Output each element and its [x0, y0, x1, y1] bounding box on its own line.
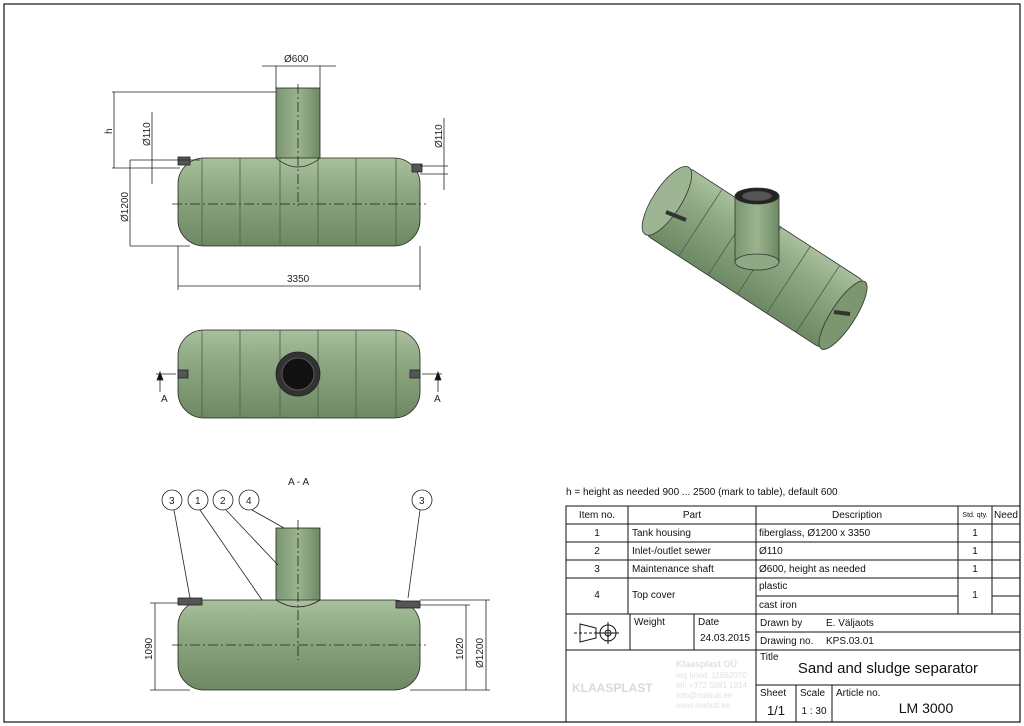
date-label: Date — [698, 617, 720, 628]
balloon-3-right: 3 — [419, 496, 425, 507]
dim-tank-dia: Ø1200 — [120, 192, 131, 222]
dim-shaft-dia: Ø600 — [284, 54, 309, 65]
row1-item: 1 — [594, 528, 600, 539]
scale-value: 1 : 30 — [801, 706, 827, 717]
dim-height-right: 1020 — [455, 637, 466, 660]
row2-qty: 1 — [972, 546, 978, 557]
row3-description: Ø600, height as needed — [759, 564, 866, 575]
projection-symbol-icon — [574, 622, 619, 644]
weight-label: Weight — [634, 617, 665, 628]
row2-item: 2 — [594, 546, 600, 557]
article-value: LM 3000 — [898, 700, 954, 716]
company-reg: reg kood: 11862070 — [676, 671, 747, 680]
row4-description-plastic: plastic — [759, 581, 788, 592]
sheet-value: 1/1 — [766, 703, 786, 718]
parts-table-grid — [565, 505, 1021, 723]
logo-text: KLAASPLAST — [572, 681, 653, 695]
row4-description-cast-iron: cast iron — [759, 600, 797, 611]
date-value: 24.03.2015 — [700, 633, 751, 644]
balloon-2: 2 — [220, 496, 226, 507]
dim-section-tank-dia: Ø1200 — [475, 638, 486, 668]
header-std-qty: Std. qty. — [962, 512, 988, 519]
row4-item: 4 — [594, 590, 600, 601]
sheet-label: Sheet — [760, 688, 787, 699]
row4-part: Top cover — [632, 590, 676, 601]
balloon-4: 4 — [246, 496, 252, 507]
scale-label: Scale — [800, 688, 826, 699]
section-view — [150, 489, 490, 691]
row3-part: Maintenance shaft — [632, 564, 714, 575]
company-web: www.mahuti.ee — [676, 701, 731, 710]
company-name: Klaasplast OÜ — [676, 659, 738, 669]
dim-h: h — [104, 128, 115, 134]
title-label: Title — [760, 652, 779, 663]
top-view — [156, 329, 442, 419]
header-description: Description — [831, 510, 883, 521]
front-view — [112, 65, 448, 290]
drawing-no-value: KPS.03.01 — [826, 636, 874, 647]
dim-inlet-dia: Ø110 — [142, 122, 153, 146]
article-label: Article no. — [836, 688, 881, 699]
dim-height-left: 1090 — [144, 637, 155, 660]
row1-part: Tank housing — [632, 528, 691, 539]
section-mark-left: A — [161, 394, 168, 405]
company-logo: KLAASPLAST Klaasplast OÜ reg kood: 11862… — [572, 655, 752, 717]
isometric-shaft — [665, 187, 851, 316]
drawing-no-label: Drawing no. — [760, 636, 814, 647]
header-part: Part — [682, 510, 702, 521]
row3-qty: 1 — [972, 564, 978, 575]
tank-body — [177, 157, 421, 247]
drawing-title: Sand and sludge separator — [797, 660, 979, 677]
sheet-border — [3, 3, 1021, 723]
section-mark-right: A — [434, 394, 441, 405]
company-tel: tel: +372 5891 1914 — [676, 681, 747, 690]
balloon-1: 1 — [195, 496, 201, 507]
header-item-no: Item no. — [578, 510, 616, 521]
row2-part: Inlet-/outlet sewer — [632, 546, 711, 557]
dim-length: 3350 — [287, 274, 310, 285]
height-note: h = height as needed 900 ... 2500 (mark … — [566, 487, 838, 498]
row2-description: Ø110 — [759, 546, 783, 557]
drawn-by-label: Drawn by — [760, 618, 803, 629]
dim-outlet-dia: Ø110 — [434, 124, 445, 148]
company-email: info@mahuti.ee — [676, 691, 733, 700]
row1-qty: 1 — [972, 528, 978, 539]
drawn-by-value: E. Väljaots — [826, 618, 874, 629]
row3-item: 3 — [594, 564, 600, 575]
balloon-3-left: 3 — [169, 496, 175, 507]
section-title: A - A — [288, 477, 309, 488]
row4-qty: 1 — [972, 590, 978, 601]
header-need: Need — [994, 510, 1018, 521]
row1-description: fiberglass, Ø1200 x 3350 — [759, 528, 871, 539]
